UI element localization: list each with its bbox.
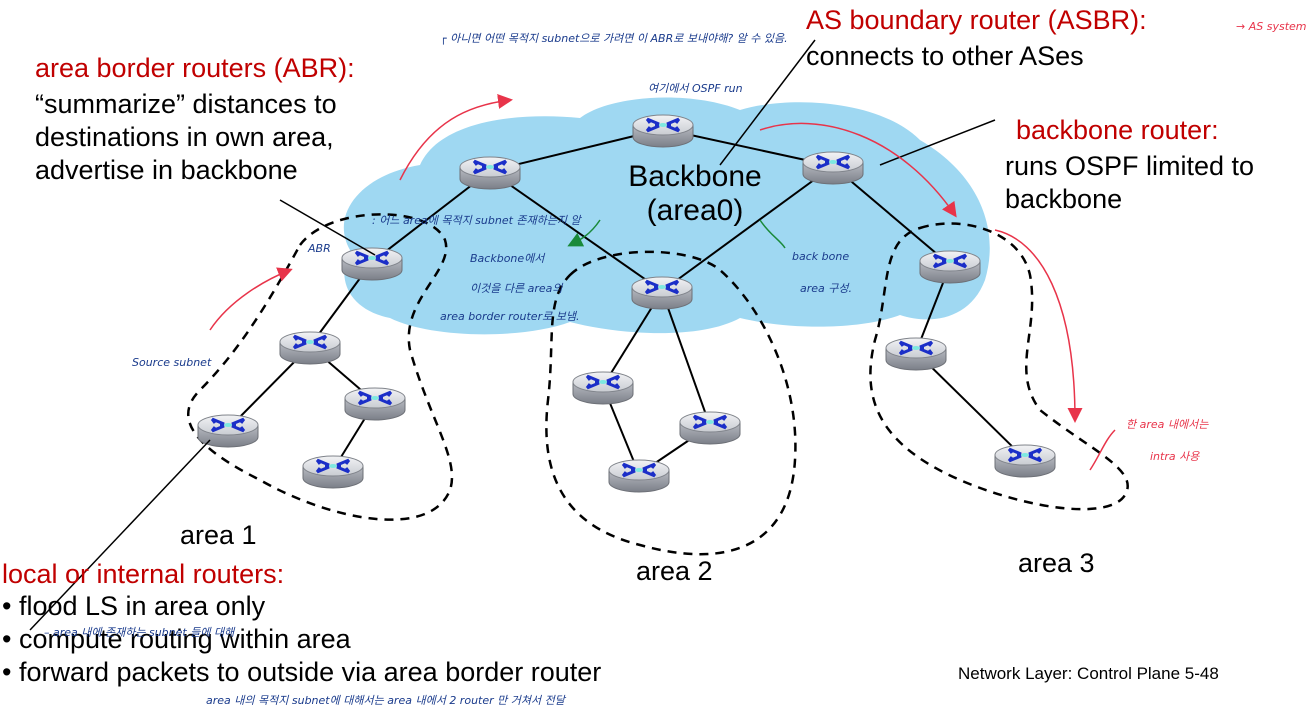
backbone-name: Backbone [628,160,762,193]
asbr-desc: connects to other ASes [806,41,1084,71]
note-abr-short: ABR [308,242,331,255]
router-asbr [631,113,695,149]
local-routers-item-2: compute routing within area [2,623,601,656]
area3-label: area 3 [1018,548,1095,578]
area1-label: area 1 [180,520,257,550]
note-backbone-3: area border router로 보냄. [440,310,580,323]
note-bottom: area 내의 목적지 subnet에 대해서는 area 내에서 2 rout… [206,694,565,707]
note-backbone-area-2: area 구성. [800,282,853,295]
local-routers-item-1: flood LS in area only [2,590,601,623]
backbone-area-id: (area0) [646,194,744,227]
backbone-router-desc-line-2: backbone [1005,184,1123,214]
note-intra-1: 한 area 내에서는 [1126,418,1209,431]
router-a1-r4 [301,454,365,490]
local-routers-item-3: forward packets to outside via area bord… [2,656,601,689]
note-intra-2: intra 사용 [1150,450,1200,463]
backbone-router-desc-line-1: runs OSPF limited to [1005,151,1255,181]
router-a2-r2 [678,410,742,446]
abr-desc-line-1: “summarize” distances to [35,89,337,119]
abr-title: area border routers (ABR): [35,53,355,83]
note-area-subnets: – area 내에 존재하는 subnet 들에 대해 [44,626,235,639]
note-asbr: → AS system [1236,20,1307,33]
note-source-subnet: Source subnet [132,356,212,369]
asbr-title: AS boundary router (ASBR): [806,5,1147,35]
local-routers-list: flood LS in area only compute routing wi… [2,590,601,689]
note-abr-area: : 어느 area에 목적지 subnet 존재하는지 알 [372,214,581,227]
link-abr2-a2-r2 [661,290,711,427]
router-abr2 [630,275,694,311]
abr-desc-line-2: destinations in own area, [35,122,334,152]
router-a3-r2 [993,443,1057,479]
local-routers-title: local or internal routers: [2,559,285,589]
annotation-arrows [29,39,1116,631]
router-a3-r1 [884,336,948,372]
slide-footer: Network Layer: Control Plane 5-48 [958,664,1219,683]
area2-label: area 2 [636,556,713,586]
router-a2-r1 [571,370,635,406]
router-bb-left [458,155,522,191]
router-abr3 [918,249,982,285]
router-bb-right [801,150,865,186]
note-backbone-area-1: back bone [792,250,850,263]
area2-boundary [545,250,797,556]
link-bb-left-abr2 [489,170,663,292]
link-a3-r1-a3-r2 [915,351,1026,460]
area1-boundary [187,213,454,521]
link-bb-right-abr3 [832,165,951,266]
area3-boundary [869,222,1129,511]
abr-desc-line-3: advertise in backbone [35,155,298,185]
note-backbone-1: Backbone에서 [470,252,545,265]
link-bb-right-abr2 [661,165,834,292]
router-a1-r1 [278,330,342,366]
backbone-label: Backbone (area0) [600,160,790,228]
note-ospf-run: 여기에서 OSPF run [648,82,743,95]
backbone-router-title: backbone router: [1016,115,1219,145]
router-a2-r3 [607,458,671,494]
router-a1-r3 [343,386,407,422]
note-backbone-2: 이것을 다른 area의 [470,282,563,295]
note-top: ┌ 아니면 어떤 목적지 subnet으로 가려면 이 ABR로 보내야해? 알… [440,32,788,45]
